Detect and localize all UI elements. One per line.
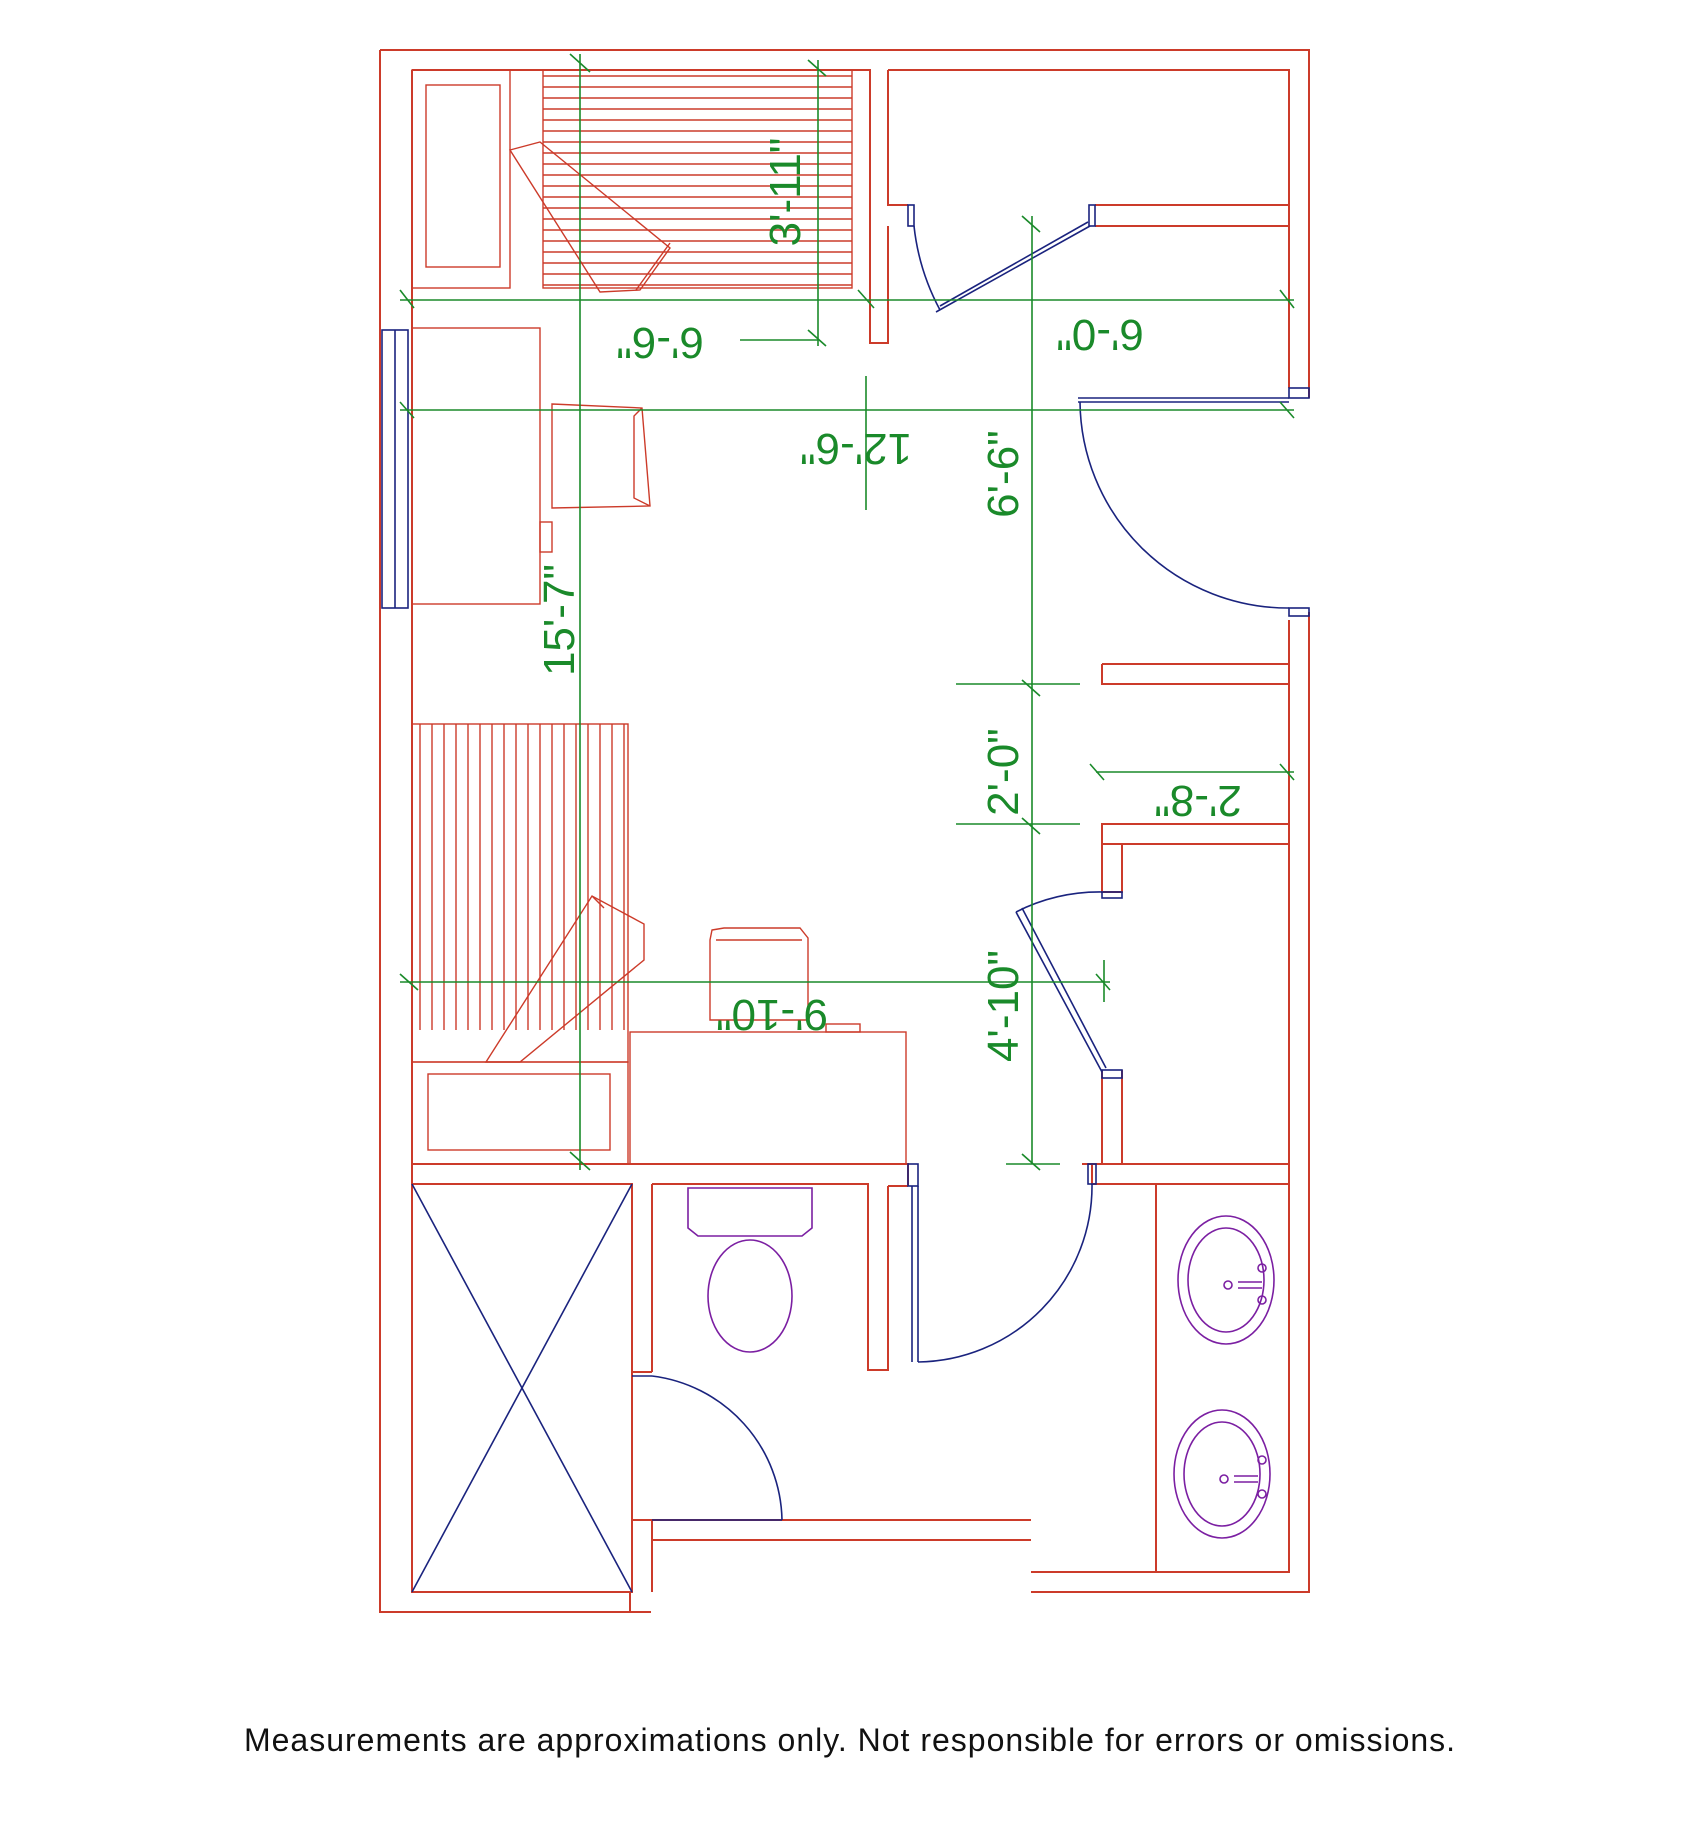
- dim-bed-width-top: 3'-11": [761, 138, 810, 247]
- dim-room-length: 15'-7": [535, 564, 584, 676]
- upper-bed: [411, 69, 853, 293]
- wc-door: [632, 1371, 1031, 1592]
- dim-bed-length-top: 6'-6": [616, 318, 704, 367]
- dim-closet-small: 2'-8": [1154, 776, 1242, 825]
- entry-door: [1078, 387, 1310, 617]
- vanity: [1155, 1183, 1290, 1573]
- dim-room-width: 12'-6": [800, 424, 912, 473]
- window: [381, 329, 409, 609]
- shower: [411, 1183, 633, 1593]
- dim-closet-width: 6'-0": [1056, 310, 1144, 359]
- dimension-lines: [399, 53, 1295, 1171]
- lower-desk: [629, 927, 907, 1165]
- right-closets: [1015, 663, 1290, 1165]
- sink-lower: [1173, 1409, 1271, 1539]
- bath-door: [907, 1163, 1097, 1363]
- disclaimer-text: Measurements are approximations only. No…: [243, 1722, 1457, 1758]
- dim-hall-lower: 4'-10": [979, 950, 1028, 1062]
- toilet: [687, 1187, 813, 1353]
- dim-desk-span: 9'-10": [716, 990, 828, 1039]
- dim-hall-upper: 6'-6": [979, 430, 1028, 518]
- closet-top: [869, 69, 1290, 344]
- dim-hall-middle: 2'-0": [979, 728, 1028, 816]
- dimension-labels: 6'-6" 3'-11" 6'-0" 12'-6" 15'-7" 6'-6" 2…: [535, 138, 1242, 1062]
- lower-bed: [411, 723, 645, 1165]
- upper-desk: [411, 327, 651, 605]
- bath-partition: [412, 1163, 1156, 1373]
- sink-upper: [1177, 1215, 1275, 1345]
